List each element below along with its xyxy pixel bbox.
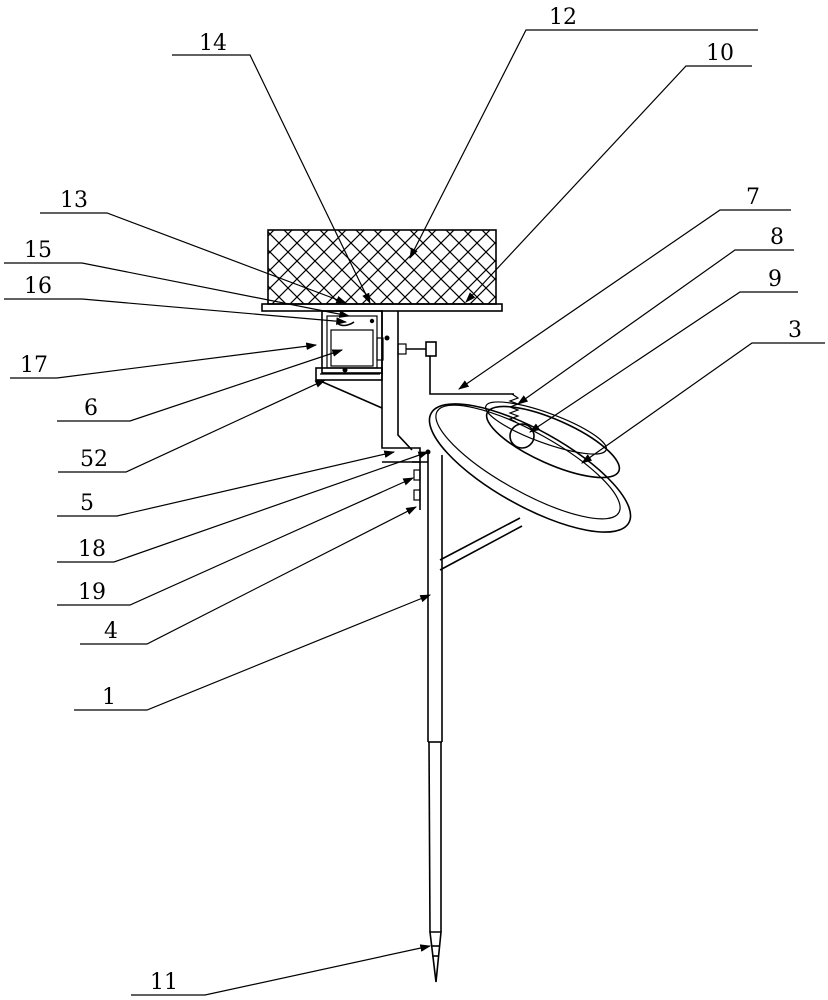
label-10: 10 <box>706 41 734 66</box>
pole <box>427 452 443 933</box>
label-18: 18 <box>78 537 106 562</box>
label-1: 1 <box>102 685 116 710</box>
label-12: 12 <box>549 5 577 30</box>
ground-spike <box>429 931 442 983</box>
callout-labels: 12 14 10 13 7 15 8 16 9 3 17 6 52 5 18 1… <box>20 5 802 995</box>
label-8: 8 <box>770 225 784 250</box>
label-16: 16 <box>24 274 52 299</box>
battery-box <box>315 310 384 381</box>
lamp-head <box>428 401 632 533</box>
label-6: 6 <box>84 396 98 421</box>
label-5: 5 <box>80 491 94 516</box>
leader-lines <box>4 29 825 996</box>
solar-panel <box>267 229 497 305</box>
label-19: 19 <box>78 580 106 605</box>
lamp-support-rod <box>439 517 521 561</box>
label-14: 14 <box>199 31 227 56</box>
label-17: 17 <box>20 353 48 378</box>
label-4: 4 <box>104 619 118 644</box>
label-3: 3 <box>788 318 802 343</box>
label-52: 52 <box>80 447 108 472</box>
panel-base-plate <box>261 303 503 312</box>
label-13: 13 <box>60 188 88 213</box>
label-7: 7 <box>746 185 760 210</box>
label-15: 15 <box>24 238 52 263</box>
lamp-arm <box>397 341 520 423</box>
label-9: 9 <box>768 267 782 292</box>
label-11: 11 <box>150 970 178 995</box>
